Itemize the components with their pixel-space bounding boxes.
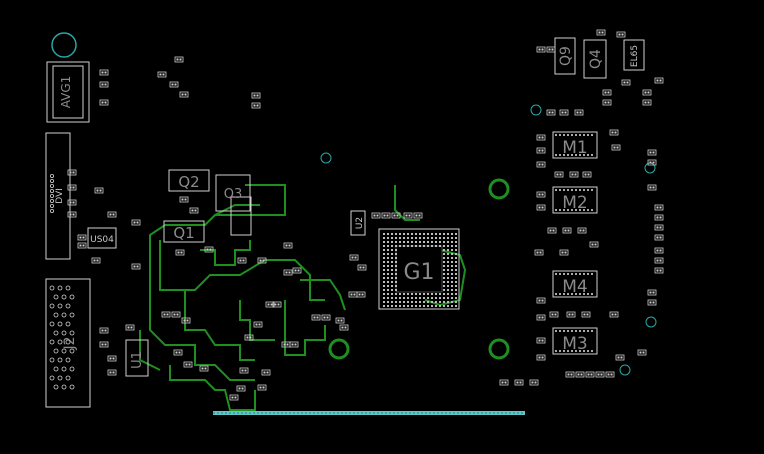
- gpu-label: G1: [403, 260, 434, 285]
- chip-us04: US04: [87, 227, 117, 249]
- memory-chip-m4-label: M4: [562, 277, 587, 297]
- svg-text:EL65: EL65: [630, 45, 640, 67]
- memory-chip-m3-label: M3: [562, 334, 587, 354]
- svg-text:J2: J2: [62, 336, 78, 350]
- transistor-q9: Q9: [554, 37, 576, 75]
- power-traces: [139, 184, 467, 411]
- memory-chip-m2: M2: [552, 186, 598, 214]
- memory-chip-m4: M4: [552, 270, 598, 298]
- svg-text:Q4: Q4: [588, 49, 604, 69]
- transistor-q4: Q4: [583, 39, 607, 79]
- svg-text:DVI: DVI: [55, 188, 65, 204]
- svg-text:U2: U2: [355, 217, 365, 229]
- memory-chip-m1: M1: [552, 131, 598, 159]
- svg-text:Q3: Q3: [224, 187, 243, 202]
- dvi-connector: DVI: [45, 132, 71, 260]
- vga-connector: AVG1: [46, 61, 90, 123]
- transistor-q1: Q1: [163, 220, 205, 243]
- svg-text:Q1: Q1: [173, 224, 194, 242]
- passive-components: [67, 29, 664, 401]
- svg-text:AVG1: AVG1: [59, 76, 73, 109]
- inductor-el65: EL65: [623, 39, 645, 71]
- transistor-q2: Q2: [168, 169, 210, 192]
- chip-u2: U2: [350, 210, 366, 236]
- mounting-holes: [51, 32, 657, 376]
- memory-chip-m1-label: M1: [562, 138, 587, 158]
- svg-text:U1: U1: [130, 351, 145, 369]
- svg-text:Q2: Q2: [178, 173, 199, 191]
- gpu-bga: G1: [378, 228, 460, 310]
- transistor-q3: Q3: [215, 174, 252, 236]
- chip-u1: U1: [125, 339, 149, 377]
- connector-j2: J2: [45, 278, 91, 408]
- svg-text:US04: US04: [90, 235, 114, 245]
- memory-chip-m2-label: M2: [562, 193, 587, 213]
- svg-text:Q9: Q9: [558, 46, 574, 66]
- memory-chip-m3: M3: [552, 327, 598, 355]
